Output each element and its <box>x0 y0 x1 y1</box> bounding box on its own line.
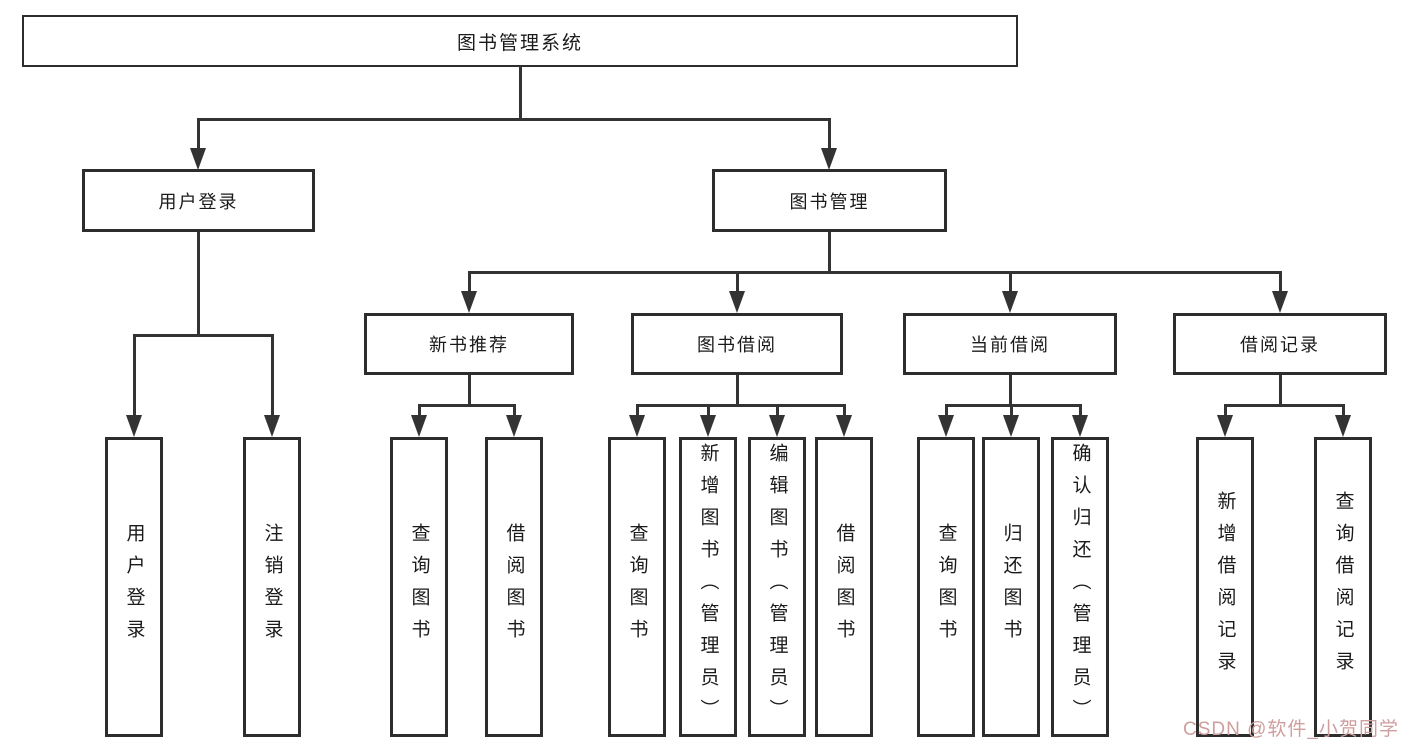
connector-hline <box>637 404 846 407</box>
node-add-book-admin-label: 新增图书（管理员） <box>697 443 719 731</box>
node-confirm-return-admin-label: 确认归还（管理员） <box>1069 443 1091 731</box>
connector-hline <box>419 404 516 407</box>
connector-vline <box>776 404 779 418</box>
connector-vline <box>468 375 471 407</box>
arrow-down-icon <box>1272 291 1288 313</box>
arrow-down-icon <box>1072 415 1088 437</box>
connector-vline <box>1279 375 1282 407</box>
node-user-login: 用户登录 <box>82 169 315 232</box>
node-new-book-recommend-label: 新书推荐 <box>429 335 509 355</box>
connector-hline <box>469 271 1282 274</box>
node-borrow-records-label: 借阅记录 <box>1240 335 1320 355</box>
connector-vline <box>271 334 274 418</box>
node-borrow-records: 借阅记录 <box>1173 313 1387 375</box>
node-query-borrow-record: 查询借阅记录 <box>1314 437 1372 737</box>
connector-vline <box>1342 404 1345 418</box>
arrow-down-icon <box>938 415 954 437</box>
node-add-book-admin: 新增图书（管理员） <box>679 437 737 737</box>
arrow-down-icon <box>264 415 280 437</box>
node-borrow-books-recommend-label: 借阅图书 <box>503 523 525 651</box>
node-book-borrow: 图书借阅 <box>631 313 843 375</box>
node-borrow-books-label: 借阅图书 <box>833 523 855 651</box>
arrow-down-icon <box>729 291 745 313</box>
connector-vline <box>828 232 831 274</box>
node-confirm-return-admin: 确认归还（管理员） <box>1051 437 1109 737</box>
connector-vline <box>1079 404 1082 418</box>
arrow-down-icon <box>190 148 206 170</box>
connector-hline <box>134 334 274 337</box>
connector-vline <box>828 118 831 152</box>
arrow-down-icon <box>411 415 427 437</box>
connector-vline <box>418 404 421 418</box>
connector-vline <box>707 404 710 418</box>
node-query-books-current: 查询图书 <box>917 437 975 737</box>
arrow-down-icon <box>629 415 645 437</box>
connector-vline <box>197 118 200 152</box>
arrow-down-icon <box>1002 291 1018 313</box>
node-query-books-borrow: 查询图书 <box>608 437 666 737</box>
arrow-down-icon <box>506 415 522 437</box>
node-query-borrow-record-label: 查询借阅记录 <box>1332 491 1354 683</box>
node-borrow-books: 借阅图书 <box>815 437 873 737</box>
connector-vline <box>513 404 516 418</box>
node-add-borrow-record: 新增借阅记录 <box>1196 437 1254 737</box>
node-root-label: 图书管理系统 <box>456 32 583 54</box>
arrow-down-icon <box>461 291 477 313</box>
connector-vline <box>736 271 739 295</box>
connector-vline <box>636 404 639 418</box>
arrow-down-icon <box>1217 415 1233 437</box>
arrow-down-icon <box>1335 415 1351 437</box>
node-current-borrow: 当前借阅 <box>903 313 1117 375</box>
connector-vline <box>1009 375 1012 407</box>
watermark: CSDN @软件_小贺同学 <box>1183 719 1399 740</box>
node-edit-book-admin: 编辑图书（管理员） <box>748 437 806 737</box>
node-query-books-current-label: 查询图书 <box>935 523 957 651</box>
node-login-action-label: 用户登录 <box>123 523 145 651</box>
node-user-login-label: 用户登录 <box>158 191 239 212</box>
arrow-down-icon <box>1003 415 1019 437</box>
node-query-books-recommend-label: 查询图书 <box>408 523 430 651</box>
node-book-management: 图书管理 <box>712 169 947 232</box>
node-return-book: 归还图书 <box>982 437 1040 737</box>
node-query-books-recommend: 查询图书 <box>390 437 448 737</box>
connector-vline <box>1279 271 1282 295</box>
connector-vline <box>1224 404 1227 418</box>
node-borrow-books-recommend: 借阅图书 <box>485 437 543 737</box>
connector-vline <box>468 271 471 295</box>
node-add-borrow-record-label: 新增借阅记录 <box>1214 491 1236 683</box>
connector-hline <box>1225 404 1345 407</box>
node-new-book-recommend: 新书推荐 <box>364 313 574 375</box>
node-logout-action-label: 注销登录 <box>261 523 283 651</box>
node-return-book-label: 归还图书 <box>1000 523 1022 651</box>
arrow-down-icon <box>700 415 716 437</box>
node-book-management-label: 图书管理 <box>789 191 870 212</box>
node-query-books-borrow-label: 查询图书 <box>626 523 648 651</box>
connector-hline <box>946 404 1081 407</box>
node-login-action: 用户登录 <box>105 437 163 737</box>
connector-hline <box>197 118 831 121</box>
connector-vline <box>197 232 200 336</box>
connector-vline <box>945 404 948 418</box>
node-logout-action: 注销登录 <box>243 437 301 737</box>
node-edit-book-admin-label: 编辑图书（管理员） <box>766 443 788 731</box>
connector-vline <box>1010 404 1013 418</box>
connector-vline <box>133 334 136 418</box>
connector-vline <box>843 404 846 418</box>
node-root: 图书管理系统 <box>22 15 1018 67</box>
node-book-borrow-label: 图书借阅 <box>697 335 777 355</box>
arrow-down-icon <box>769 415 785 437</box>
connector-vline <box>1009 271 1012 295</box>
arrow-down-icon <box>836 415 852 437</box>
connector-vline <box>519 67 522 120</box>
connector-vline <box>736 375 739 407</box>
arrow-down-icon <box>126 415 142 437</box>
node-current-borrow-label: 当前借阅 <box>970 335 1050 355</box>
arrow-down-icon <box>821 148 837 170</box>
